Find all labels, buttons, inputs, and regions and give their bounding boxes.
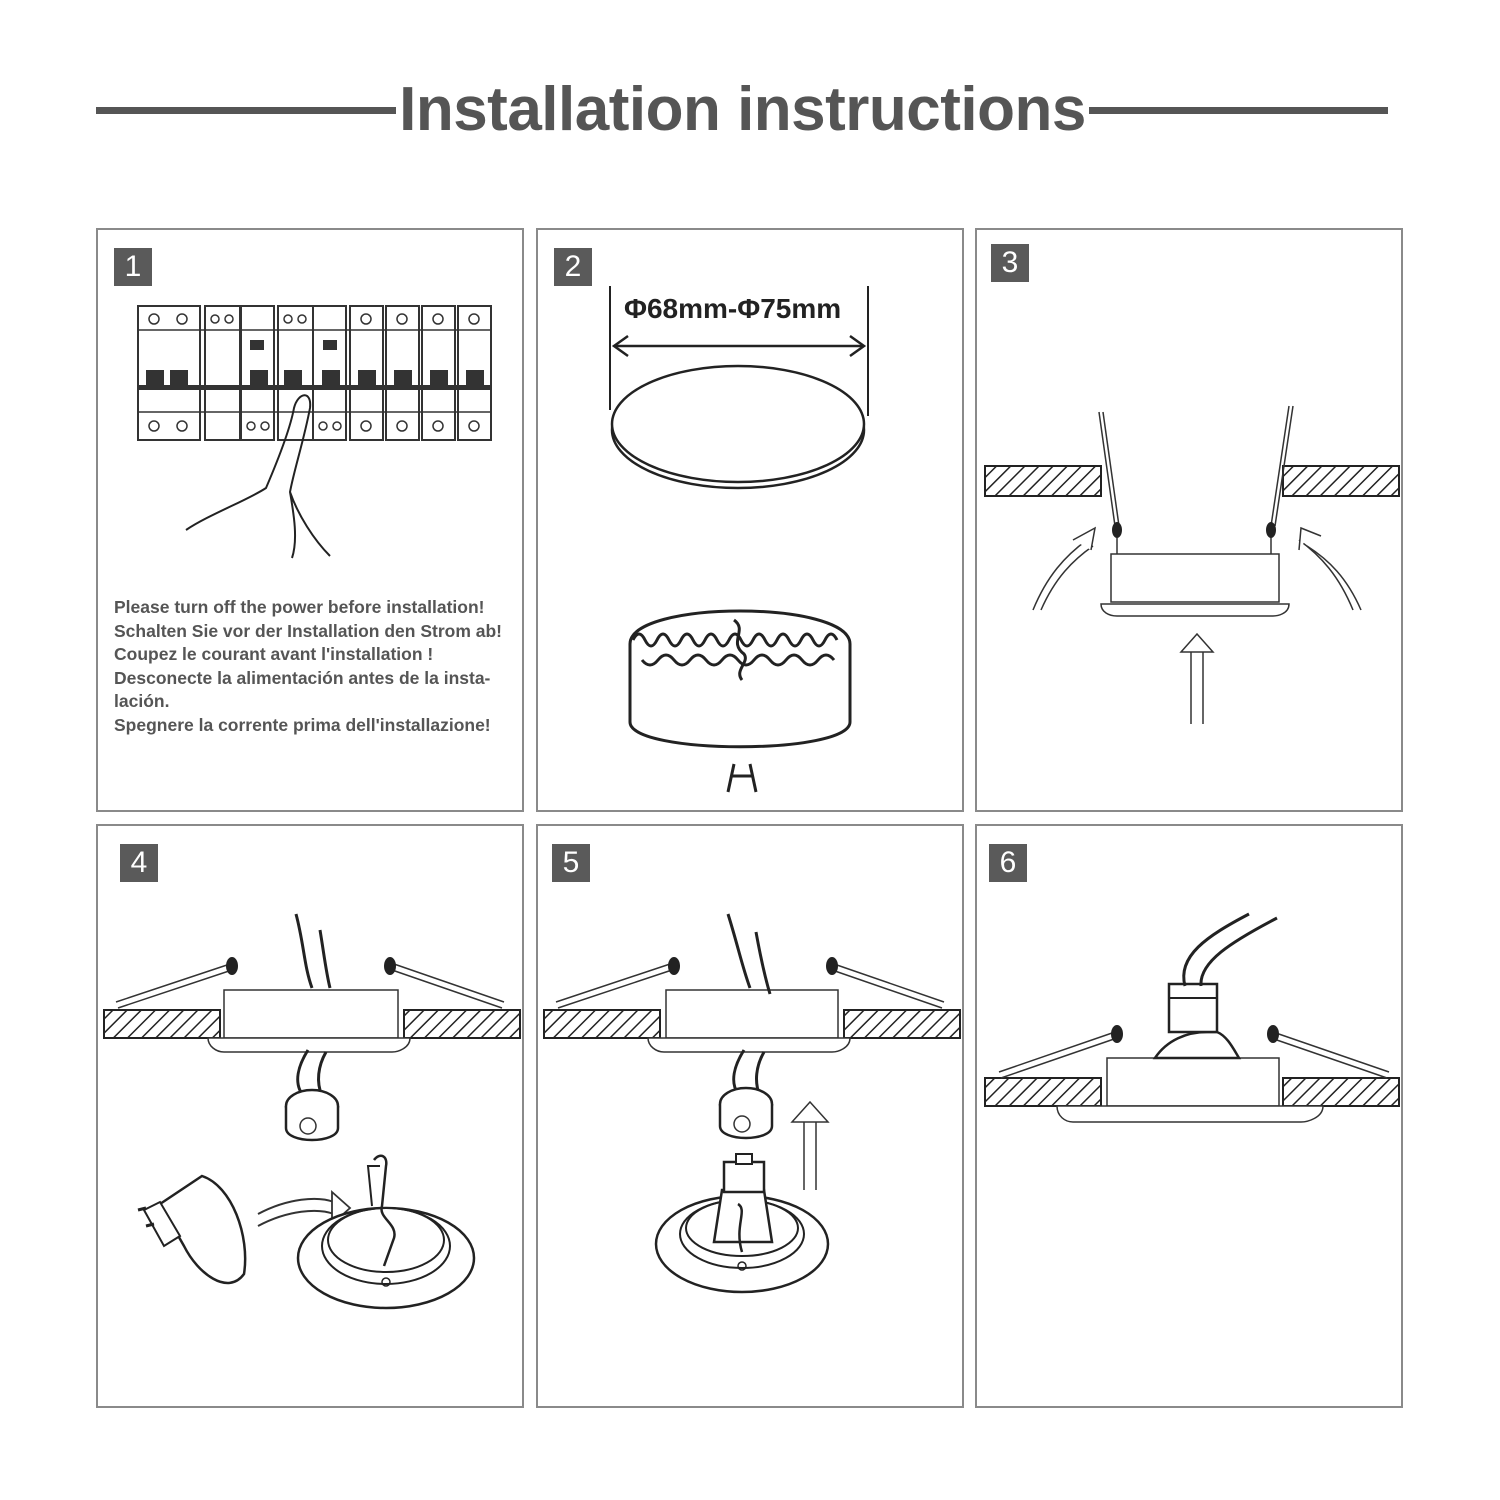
attach-socket-illustration: [543, 913, 961, 1294]
warning-line-it: Spegnere la corrente prima dell'installa…: [114, 714, 491, 735]
dimension-label: Φ68mm-Φ75mm: [624, 293, 841, 324]
warning-line-es-1: Desconecte la alimentación antes de la i…: [114, 667, 491, 688]
step-1-panel: 1: [96, 228, 524, 812]
insert-fixture-illustration: [984, 405, 1400, 724]
step-1-badge: 1: [114, 248, 152, 286]
step-2-badge: 2: [554, 248, 592, 286]
warning-line-de: Schalten Sie vor der Installation den St…: [114, 620, 502, 641]
step-4-panel: 4: [96, 824, 524, 1408]
power-warning-text: Please turn off the power before install…: [114, 596, 514, 737]
warning-line-fr: Coupez le courant avant l'installation !: [114, 644, 434, 664]
step-6-panel: 6: [975, 824, 1403, 1408]
circuit-breaker-illustration: [137, 305, 492, 559]
step-5-badge: 5: [552, 844, 590, 882]
fixture-installed-illustration: [984, 912, 1400, 1123]
header-rule-left: [96, 107, 396, 114]
warning-line-en: Please turn off the power before install…: [114, 597, 485, 617]
step-6-badge: 6: [989, 844, 1027, 882]
header-rule-right: [1089, 107, 1388, 114]
step-3-badge: 3: [991, 244, 1029, 282]
cutout-diameter-illustration: Φ68mm-Φ75mm: [609, 286, 869, 793]
header: Installation instructions: [96, 70, 1388, 150]
warning-line-es-2: lación.: [114, 691, 170, 711]
page-title: Installation instructions: [399, 75, 1086, 144]
connect-lamp-illustration: [103, 913, 521, 1310]
step-4-badge: 4: [120, 844, 158, 882]
step-3-panel: 3: [975, 228, 1403, 812]
step-5-panel: 5: [536, 824, 964, 1408]
step-2-panel: 2 Φ68mm-Φ75mm: [536, 228, 964, 812]
